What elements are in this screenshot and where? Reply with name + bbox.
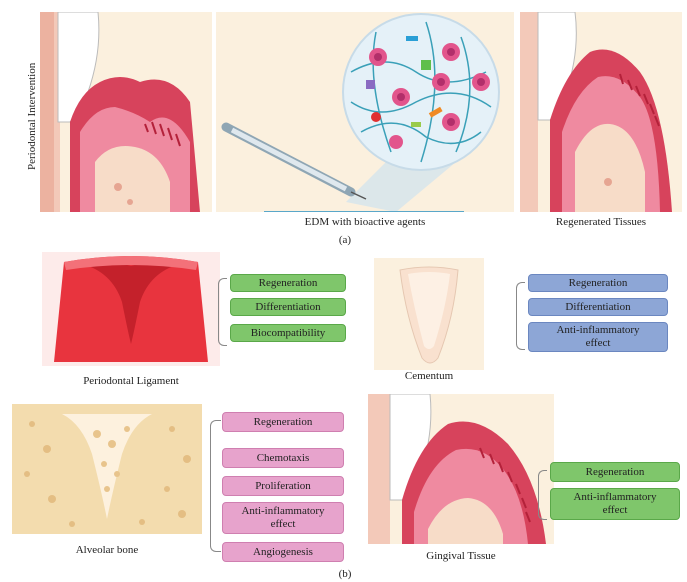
gingival-tissue-illustration	[368, 394, 554, 544]
cementum-effect-differentiation: Differentiation	[528, 298, 668, 316]
edm-caption: EDM with bioactive agents	[216, 216, 514, 228]
alveolar-bone-illustration	[12, 404, 202, 534]
regenerated-tissues-caption: Regenerated Tissues	[520, 216, 682, 228]
bone-effect-chemotaxis: Chemotaxis	[222, 448, 344, 468]
gingival-effect-anti-inflammatory: Anti-inflammatory effect	[550, 488, 680, 520]
cementum-caption: Cementum	[374, 370, 484, 382]
edm-scaffold-illustration	[216, 12, 514, 212]
pdl-effect-biocompatibility: Biocompatibility	[230, 324, 346, 342]
gingival-tissue-caption: Gingival Tissue	[368, 550, 554, 562]
bone-effect-proliferation: Proliferation	[222, 476, 344, 496]
cementum-illustration	[374, 258, 484, 370]
section-a-label: (a)	[330, 234, 360, 246]
periodontal-ligament-illustration	[42, 252, 220, 366]
regenerated-tissues-illustration	[520, 12, 682, 212]
periodontal-ligament-caption: Periodontal Ligament	[42, 375, 220, 387]
bone-effect-angiogenesis: Angiogenesis	[222, 542, 344, 562]
gingival-tissue-brace	[538, 470, 547, 520]
cementum-effect-anti-inflammatory: Anti-inflammatory effect	[528, 322, 668, 352]
pdl-effect-regeneration: Regeneration	[230, 274, 346, 292]
periodontal-intervention-label: Periodontal Intervention	[26, 63, 38, 170]
periodontal-ligament-brace	[218, 278, 227, 346]
cementum-brace	[516, 282, 525, 350]
bone-effect-anti-inflammatory: Anti-inflammatory effect	[222, 502, 344, 534]
cementum-effect-regeneration: Regeneration	[528, 274, 668, 292]
alveolar-bone-brace	[210, 420, 221, 552]
periodontal-intervention-illustration	[40, 12, 212, 212]
pdl-effect-differentiation: Differentiation	[230, 298, 346, 316]
bone-effect-regeneration: Regeneration	[222, 412, 344, 432]
gingival-effect-regeneration: Regeneration	[550, 462, 680, 482]
section-b-label: (b)	[330, 568, 360, 580]
alveolar-bone-caption: Alveolar bone	[12, 544, 202, 556]
